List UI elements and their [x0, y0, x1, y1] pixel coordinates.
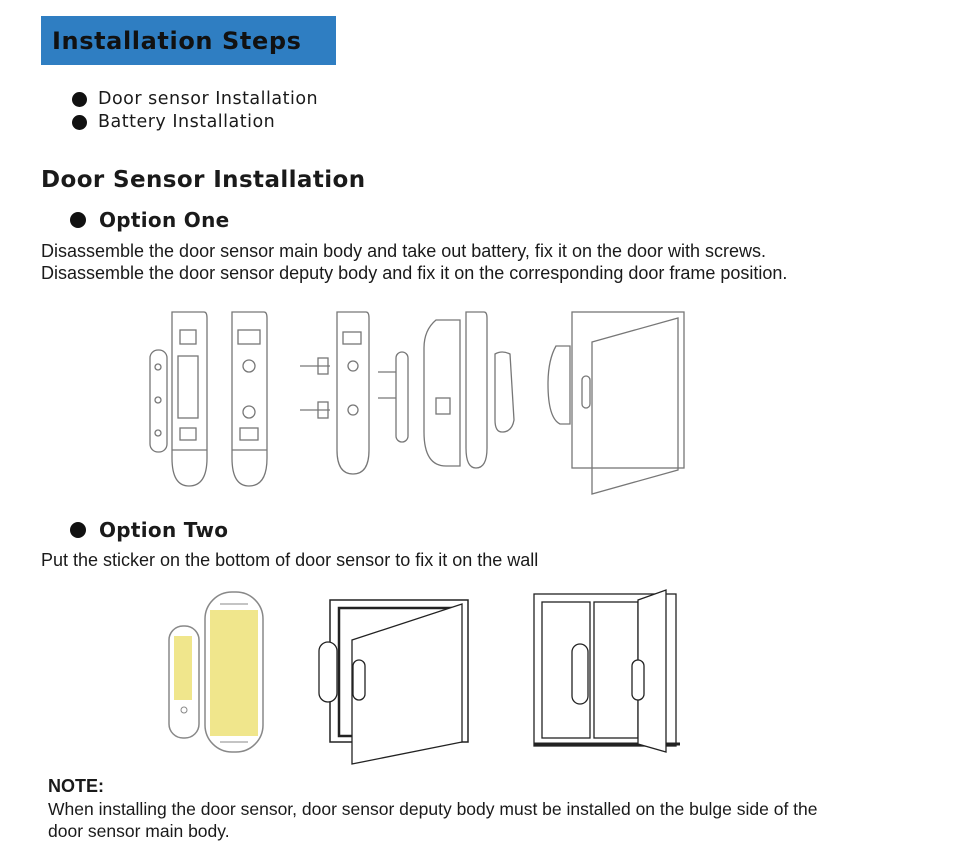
note-line: When installing the door sensor, door se…	[48, 799, 818, 819]
contents-item-label: Battery Installation	[98, 112, 276, 132]
bullet-icon	[72, 92, 87, 107]
bullet-icon	[70, 522, 86, 538]
screws-illustration	[300, 357, 330, 419]
option-one-line: Disassemble the door sensor deputy body …	[41, 263, 788, 283]
section-banner: Installation Steps	[41, 16, 336, 65]
sensor-cover-illustration	[423, 311, 515, 469]
contents-item: Battery Installation	[72, 111, 318, 134]
option-two-heading: Option Two	[70, 518, 228, 542]
sticker-sensor-illustration	[168, 591, 264, 753]
door-opening-illustration	[318, 599, 469, 765]
option-two-title: Option Two	[99, 518, 229, 542]
banner-title: Installation Steps	[52, 26, 302, 55]
note-title: NOTE:	[48, 776, 104, 796]
deputy-screws-illustration	[378, 351, 409, 443]
section-heading: Door Sensor Installation	[41, 167, 366, 193]
bullet-icon	[72, 115, 87, 130]
bullet-icon	[70, 212, 86, 228]
option-two-text: Put the sticker on the bottom of door se…	[41, 550, 539, 570]
note-body: When installing the door sensor, door se…	[48, 798, 928, 842]
main-body-mounted-illustration	[336, 311, 370, 475]
contents-item-label: Door sensor Installation	[98, 89, 319, 109]
main-body-back-illustration	[231, 311, 268, 487]
deputy-body-bracket-illustration	[149, 349, 168, 453]
note-line: door sensor main body.	[48, 821, 230, 841]
option-one-text: Disassemble the door sensor main body an…	[41, 240, 787, 284]
main-body-base-illustration	[171, 311, 208, 487]
option-one-line: Disassemble the door sensor main body an…	[41, 241, 767, 261]
door-mount-illustration	[547, 311, 685, 495]
option-one-title: Option One	[99, 208, 230, 232]
contents-item: Door sensor Installation	[72, 88, 318, 111]
contents-list: Door sensor Installation Battery Install…	[72, 88, 318, 134]
window-illustration	[533, 589, 680, 753]
option-one-heading: Option One	[70, 208, 229, 232]
